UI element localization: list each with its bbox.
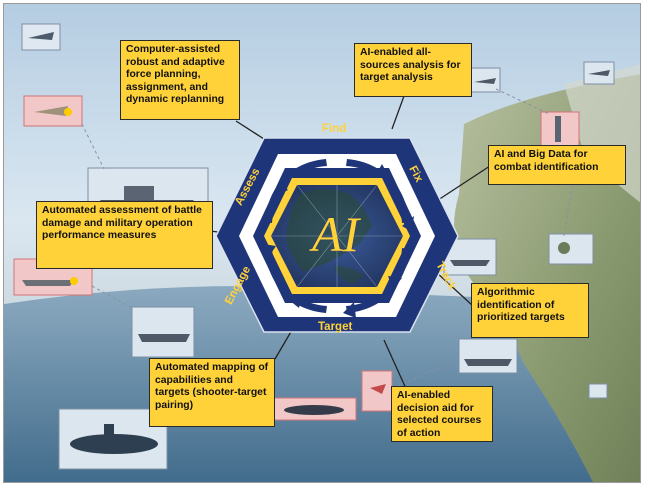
callout-combat-identification: AI and Big Data for combat identificatio… [488, 145, 626, 185]
callout-prioritized-targets: Algorithmic identification of prioritize… [471, 283, 589, 338]
callout-force-planning: Computer-assisted robust and adaptive fo… [120, 40, 240, 120]
callout-all-sources-analysis: AI-enabled all-sources analysis for targ… [354, 43, 472, 97]
callout-decision-aid: AI-enabled decision aid for selected cou… [391, 386, 493, 442]
callout-shooter-target-pairing: Automated mapping of capabilities and ta… [149, 358, 275, 427]
center-ai-label: AI [312, 206, 360, 262]
callout-battle-damage-assessment: Automated assessment of battle damage an… [36, 201, 213, 269]
phase-label-find: Find [322, 123, 347, 135]
phase-label-target: Target [318, 321, 353, 333]
figure-frame: Find Fix Track Target Engage Assess AI C… [3, 3, 641, 483]
